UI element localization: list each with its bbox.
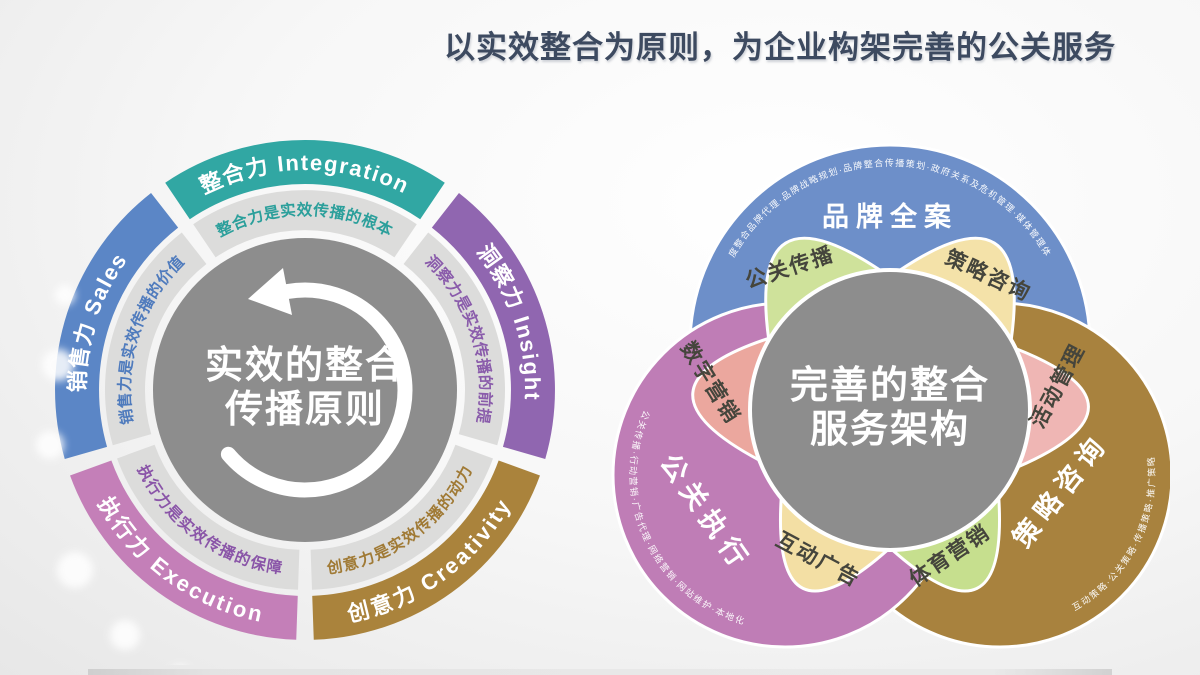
right-center-title-line2: 服务架构 bbox=[810, 409, 970, 451]
torn-edge-decoration bbox=[36, 285, 140, 650]
desc-arc-creativity bbox=[310, 444, 493, 590]
slide-title: 以实效整合为原则，为企业构架完善的公关服务 bbox=[444, 30, 1116, 65]
right-center-circle bbox=[748, 268, 1032, 552]
slide-footer-bar bbox=[88, 669, 1112, 675]
segment-arc-integration bbox=[165, 140, 445, 220]
segment-arc-sales bbox=[55, 192, 179, 459]
desc-arc-execution bbox=[117, 444, 300, 590]
outer-colored-ring bbox=[55, 140, 555, 640]
desc-arc-integration bbox=[193, 190, 417, 258]
segment-arc-execution bbox=[70, 460, 299, 640]
desc-arc-sales bbox=[105, 232, 207, 446]
left-center-title-line2: 传播原则 bbox=[224, 389, 385, 431]
right-diagram: 完善的整合 服务架构 公关传播 策略咨询 活动管理 体育营销 互动广告 数字营销… bbox=[610, 140, 1170, 649]
desc-arc-insight bbox=[403, 232, 505, 446]
cycle-arrow-icon bbox=[220, 268, 413, 498]
right-center-title-line1: 完善的整合 bbox=[790, 364, 990, 407]
left-diagram: 实效的整合 传播原则 整合力 Integration 洞察力 Insight 创… bbox=[36, 140, 555, 650]
segment-arc-creativity bbox=[311, 460, 540, 640]
inner-gray-ring bbox=[105, 190, 505, 590]
segment-arc-insight bbox=[431, 192, 555, 459]
circle-label-brand: 品牌全案 bbox=[822, 201, 958, 232]
left-center-title-line1: 实效的整合 bbox=[205, 345, 405, 387]
